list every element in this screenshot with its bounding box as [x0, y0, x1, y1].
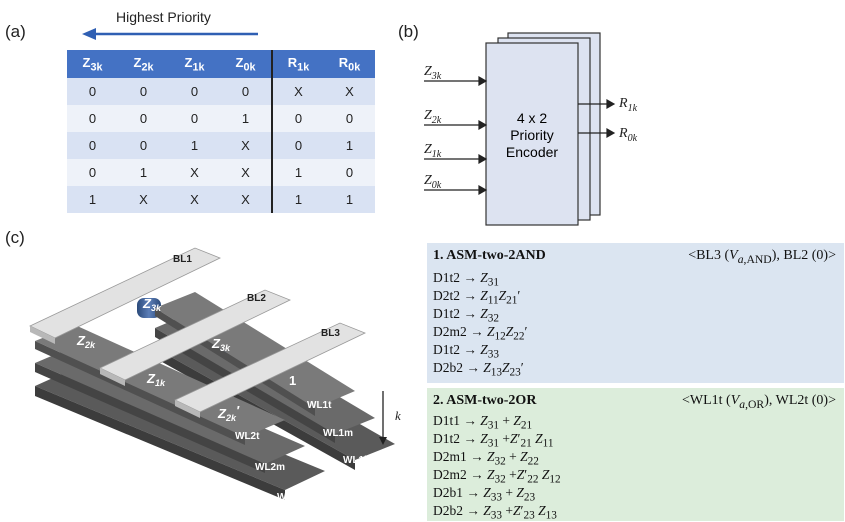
and-line-5: D1t2 → Z33 [433, 342, 500, 361]
table-cell: X [220, 159, 272, 186]
table-cell: 1 [324, 186, 375, 213]
wordline-label-wl1m: WL1m [323, 428, 353, 439]
and-box-condition: <BL3 (Va,AND), BL2 (0)> [688, 248, 836, 266]
input-label-z2k: Z2k [424, 108, 442, 126]
and-line-4: D2m2 → Z12Z22′ [433, 324, 528, 343]
and-line-2: D2t2 → Z11Z21′ [433, 288, 521, 307]
or-box-condition: <WL1t (Va,OR), WL2t (0)> [681, 393, 836, 411]
col-header-z3k: Z3k [67, 50, 118, 78]
table-cell: X [169, 159, 220, 186]
encoder-title-line-1: 4 x 2 [517, 110, 548, 126]
device-3d-illustration: BL1 BL2 BL3 WL1t WL1m WL1b WL2t WL2m WL2… [29, 247, 401, 503]
or-line-4: D2m2 → Z32 +Z′22 Z12 [433, 467, 561, 486]
table-cell: 1 [67, 186, 118, 213]
and-line-1: D1t2 → Z31 [433, 270, 500, 289]
table-cell: 0 [118, 132, 169, 159]
bitlines [29, 247, 366, 418]
table-cell: X [169, 186, 220, 213]
bitline-label-bl1: BL1 [173, 254, 192, 265]
k-axis-label: k [395, 408, 401, 423]
table-cell: 0 [67, 78, 118, 105]
table-cell: 0 [169, 78, 220, 105]
k-axis-arrow-icon [379, 391, 387, 445]
wordline-label-wl2m: WL2m [255, 462, 285, 473]
or-line-1: D1t1 → Z31 + Z21 [433, 413, 533, 432]
table-cell: 1 [271, 159, 324, 186]
asm-two-2and-box: 1. ASM-two-2AND <BL3 (Va,AND), BL2 (0)> … [427, 243, 844, 383]
priority-arrow-icon [82, 28, 258, 40]
table-cell: 0 [271, 132, 324, 159]
bitline-label-bl2: BL2 [247, 293, 266, 304]
table-header-row: Z3k Z2k Z1k Z0k R1k R0k [67, 50, 375, 78]
wordline-label-wl2t: WL2t [235, 431, 260, 442]
cell-label-one: 1 [289, 373, 296, 388]
col-header-r1k: R1k [271, 50, 324, 78]
panel-label-c: (c) [5, 228, 25, 247]
col-header-z0k: Z0k [220, 50, 272, 78]
wordline-label-wl1t: WL1t [307, 400, 332, 411]
table-cell: 0 [169, 105, 220, 132]
table-cell: X [220, 186, 272, 213]
table-cell: 0 [324, 159, 375, 186]
encoder-title-line-2: Priority [510, 127, 554, 143]
table-cell: 0 [220, 78, 272, 105]
or-line-5: D2b1 → Z33 + Z23 [433, 485, 536, 504]
input-arrows [424, 75, 488, 196]
and-line-3: D1t2 → Z32 [433, 306, 500, 325]
table-cell: 0 [67, 105, 118, 132]
bitline-label-bl3: BL3 [321, 328, 340, 339]
wordline-label-wl2b: WL2b [277, 492, 304, 503]
table-cell: 1 [220, 105, 272, 132]
input-label-z3k: Z3k [424, 64, 442, 82]
or-line-6: D2b2 → Z33 +Z′23 Z13 [433, 503, 557, 522]
table-cell: X [324, 78, 375, 105]
table-cell: X [271, 78, 324, 105]
col-header-z1k: Z1k [169, 50, 220, 78]
table-cell: 0 [324, 105, 375, 132]
table-cell: X [118, 186, 169, 213]
output-label-r1k: R1k [618, 96, 638, 114]
table-cell: 0 [67, 132, 118, 159]
table-cell: 0 [271, 105, 324, 132]
table-cell: 0 [118, 78, 169, 105]
col-header-z2k: Z2k [118, 50, 169, 78]
input-label-z0k: Z0k [424, 173, 442, 191]
col-header-r0k: R0k [324, 50, 375, 78]
priority-encoder-diagram: 4 x 2 Priority Encoder Z3k Z2k Z1k Z0k R… [424, 32, 638, 226]
or-line-2: D1t2 → Z31 +Z′21 Z11 [433, 431, 554, 450]
table-cell: 0 [118, 105, 169, 132]
output-arrows [578, 98, 616, 139]
panel-label-b: (b) [398, 22, 419, 41]
asm-two-2or-box: 2. ASM-two-2OR <WL1t (Va,OR), WL2t (0)> … [427, 388, 844, 522]
table-cell: 1 [324, 132, 375, 159]
and-line-6: D2b2 → Z13Z23′ [433, 360, 524, 379]
table-cell: 0 [67, 159, 118, 186]
table-cell: 1 [118, 159, 169, 186]
and-box-title: 1. ASM-two-2AND [433, 248, 546, 263]
encoder-title-line-3: Encoder [506, 144, 558, 160]
output-label-r0k: R0k [618, 126, 638, 144]
or-line-3: D2m1 → Z32 + Z22 [433, 449, 539, 468]
highest-priority-label: Highest Priority [116, 9, 211, 25]
wordline-label-wl1b: WL1b [343, 455, 370, 466]
panel-label-a: (a) [5, 22, 26, 41]
encoder-block [485, 42, 579, 226]
table-cell: 1 [169, 132, 220, 159]
table-cell: 1 [271, 186, 324, 213]
table-cell: X [220, 132, 272, 159]
or-box-title: 2. ASM-two-2OR [433, 393, 537, 408]
input-label-z1k: Z1k [424, 142, 442, 160]
